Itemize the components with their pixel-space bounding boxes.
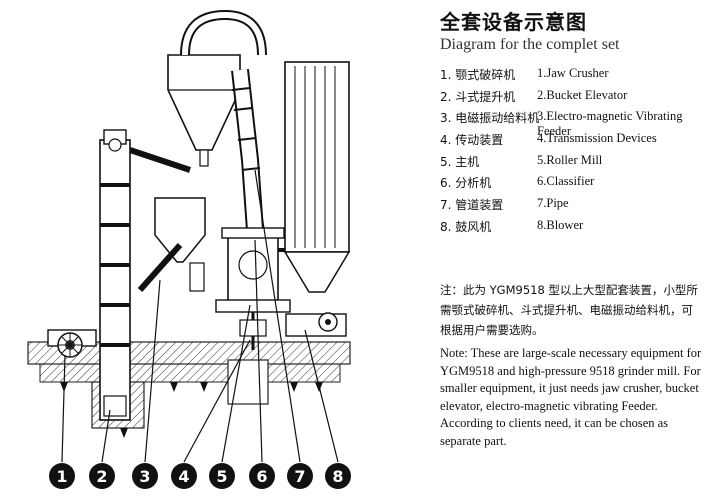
part-row: 8. 鼓风机 8.Blower [440, 216, 702, 238]
svg-text:7: 7 [294, 467, 305, 486]
part-name-cn: 3. 电磁振动给料机 [440, 111, 540, 126]
callout-2: 2 [89, 463, 115, 489]
jaw-crusher [47, 329, 97, 358]
part-row: 7. 管道装置 7.Pipe [440, 194, 702, 216]
part-name-en: 6.Classifier [537, 174, 595, 189]
cyclone-collector [167, 9, 267, 167]
hopper-and-feeder [137, 197, 206, 292]
part-name-en: 5.Roller Mill [537, 152, 603, 167]
part-name-cn: 2. 斗式提升机 [440, 89, 516, 104]
roller-mill [215, 227, 291, 350]
callout-7: 7 [287, 463, 313, 489]
svg-text:2: 2 [96, 467, 107, 486]
pipe-system [231, 69, 264, 231]
blower [285, 312, 347, 337]
equipment-diagram: 1 2 3 4 5 6 7 8 [27, 9, 351, 489]
part-name-en: 8.Blower [537, 217, 584, 232]
bucket-elevator [99, 129, 191, 421]
leader-lines [61, 169, 339, 463]
part-name-cn: 5. 主机 [440, 154, 480, 169]
part-row: 5. 主机 5.Roller Mill [440, 151, 702, 173]
dust-collector [278, 61, 351, 293]
svg-text:8: 8 [332, 467, 343, 486]
svg-text:6: 6 [256, 467, 267, 486]
svg-text:5: 5 [216, 467, 227, 486]
part-row: 4. 传动装置 4.Transmission Devices [440, 129, 702, 151]
callout-6: 6 [249, 463, 275, 489]
part-name-cn: 6. 分析机 [440, 176, 492, 191]
part-name-en: 7.Pipe [537, 196, 569, 211]
callout-3: 3 [132, 463, 158, 489]
parts-list: 1. 颚式破碎机 1.Jaw Crusher 2. 斗式提升机 2.Bucket E… [440, 64, 702, 238]
callout-4: 4 [171, 463, 197, 489]
part-row: 6. 分析机 6.Classifier [440, 172, 702, 194]
part-name-cn: 8. 鼓风机 [440, 219, 492, 234]
callout-5: 5 [209, 463, 235, 489]
callout-8: 8 [325, 463, 351, 489]
part-name-en: 3.Electro-magnetic Vibrating Feeder [537, 109, 683, 139]
callout-1: 1 [49, 463, 75, 489]
part-name-cn: 4. 传动装置 [440, 133, 504, 148]
callout-markers: 1 2 3 4 5 6 7 8 [49, 463, 351, 489]
note-chinese: 注：此为 YGM9518 型以上大型配套装置，小型所需颚式破碎机、斗式提升机、电… [440, 283, 698, 337]
part-name-en: 1.Jaw Crusher [537, 66, 609, 80]
part-row: 1. 颚式破碎机 1.Jaw Crusher [440, 64, 702, 86]
title-chinese: 全套设备示意图 [440, 10, 587, 34]
part-name-en: 4.Transmission Devices [537, 131, 657, 146]
part-name-cn: 7. 管道装置 [440, 198, 504, 213]
part-name-en: 2.Bucket Elevator [537, 87, 628, 102]
foundation [27, 341, 351, 438]
part-row: 2. 斗式提升机 2.Bucket Elevator [440, 86, 702, 108]
svg-text:1: 1 [56, 467, 67, 486]
title-english: Diagram for the complet set [440, 36, 620, 53]
svg-text:4: 4 [178, 467, 189, 486]
note-english: Note: These are large-scale necessary eq… [440, 346, 702, 448]
svg-text:3: 3 [139, 467, 150, 486]
part-name-cn: 1. 颚式破碎机 [440, 68, 516, 82]
